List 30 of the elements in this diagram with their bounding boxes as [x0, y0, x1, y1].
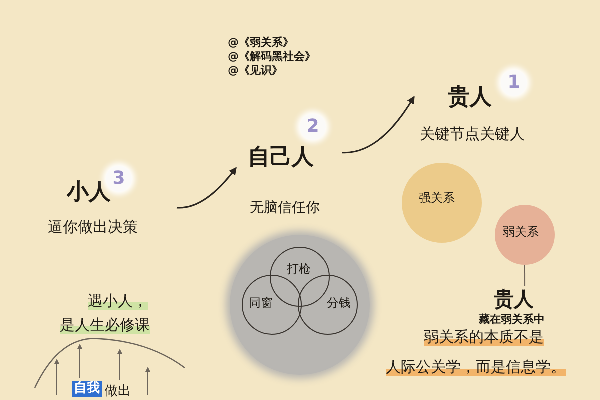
circle-label: 同窗 [249, 296, 273, 310]
highlighted-note: 是人生必修课 [60, 316, 150, 334]
number-badge: 2 [300, 114, 326, 140]
highlighted-note: 人际公关学，而是信息学。 [386, 358, 566, 376]
circle-label: 弱关系 [503, 225, 539, 240]
reference-text: @《解码黑社会》 [228, 50, 316, 64]
heading: 贵人 [448, 85, 492, 112]
highlighted-note: 弱关系的本质不是 [424, 328, 544, 346]
venn-circle [242, 275, 302, 335]
venn-circle [298, 275, 358, 335]
curved-arrow [177, 167, 237, 209]
venn-background-circle [230, 235, 370, 375]
curved-arrow [342, 96, 415, 154]
highlighted-note: 遇小人， [88, 292, 148, 310]
heading: 自己人 [248, 145, 314, 172]
number-badge: 3 [106, 166, 132, 192]
reference-text: @《弱关系》 [228, 36, 294, 50]
heading: 贵人 [494, 287, 534, 311]
subtitle: 关键节点关键人 [420, 125, 525, 143]
circle-label: 强关系 [419, 191, 455, 206]
circle-label: 打枪 [287, 262, 311, 276]
circle-label: 分钱 [327, 296, 351, 310]
subtitle: 逼你做出决策 [48, 218, 138, 236]
note-text: 做出 [105, 384, 131, 400]
connector-line [524, 264, 526, 286]
subtitle: 无脑信任你 [250, 200, 320, 217]
highlighted-word: 自我 [72, 381, 102, 397]
subtitle: 藏在弱关系中 [479, 313, 545, 326]
number-badge: 1 [501, 70, 527, 96]
reference-text: @《见识》 [228, 64, 283, 78]
